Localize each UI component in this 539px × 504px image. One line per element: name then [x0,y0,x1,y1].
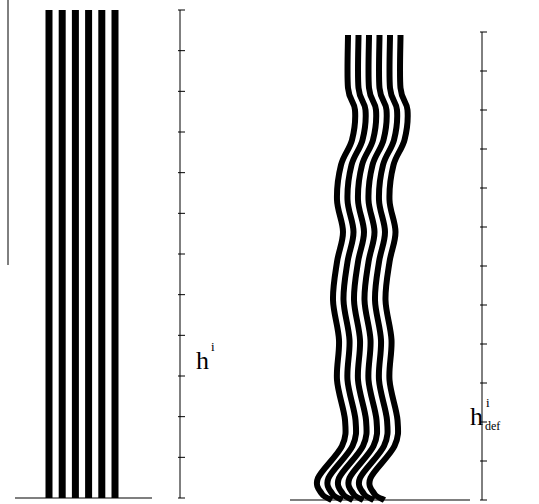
height-symbol: h [470,404,483,430]
axis-tick [178,50,185,51]
axis-tick [480,188,487,189]
axis-tick [480,149,487,150]
axis-tick [178,213,185,214]
axis-tick [480,305,487,306]
axis-tick [178,416,185,417]
axis-tick [480,227,487,228]
axis-tick [480,383,487,384]
superscript-index: i [211,340,215,353]
straight-fiber [59,10,66,498]
axis-tick [178,132,185,133]
axis-tick [178,498,185,499]
axis-tick [480,461,487,462]
subscript-def: def [485,420,500,432]
axis-tick [480,500,487,501]
baseline [15,497,152,498]
axis-tick [480,266,487,267]
axis-tick [178,335,185,336]
axis-tick [178,457,185,458]
height-symbol: h [196,348,209,374]
axis-tick [178,294,185,295]
axis-tick [178,376,185,377]
axis-tick [178,172,185,173]
superscript-index: i [486,396,490,409]
axis-tick [178,91,185,92]
margin-line [8,0,9,265]
axis-tick [480,110,487,111]
deformed-fiber [369,35,407,500]
axis-tick [480,71,487,72]
axis-tick [480,32,487,33]
straight-fiber [98,10,105,498]
axis-tick [178,254,185,255]
axis-tick [178,10,185,11]
axis-tick [480,344,487,345]
straight-fiber [72,10,79,498]
straight-fiber [85,10,92,498]
straight-fiber [112,10,119,498]
straight-fiber [46,10,53,498]
